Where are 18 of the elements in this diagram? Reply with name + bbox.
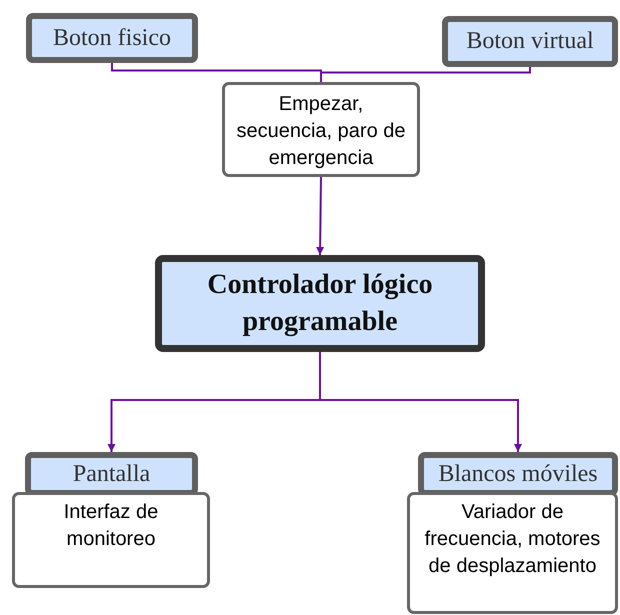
node-text: Boton fisico	[53, 24, 171, 52]
header-tab	[418, 452, 618, 496]
label-box	[442, 16, 618, 67]
connector-line	[320, 67, 531, 82]
node-text: Controlador lógico programable	[206, 268, 434, 338]
arrow	[319, 352, 522, 452]
node-text: Boton virtual	[466, 28, 594, 55]
arrow	[316, 176, 324, 256]
node-text: Empezar, secuencia, paro de emergencia	[235, 92, 406, 171]
process-box	[222, 82, 420, 177]
node-text: Pantalla	[72, 460, 150, 488]
description-box	[407, 492, 618, 614]
node-text: Blancos móviles	[438, 460, 598, 488]
label-box	[26, 13, 198, 63]
node-text: Variador de frecuencia, motores de desplazamiento	[424, 500, 602, 579]
description-box	[12, 492, 210, 588]
node-text: Interfaz de monitoreo	[62, 500, 160, 552]
controller-box	[155, 255, 485, 352]
